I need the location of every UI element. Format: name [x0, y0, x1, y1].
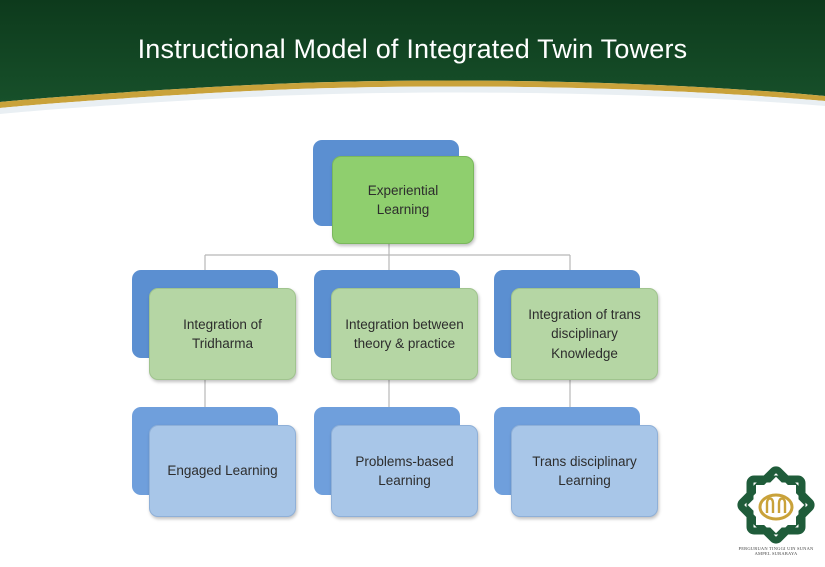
node-integration-transdisciplinary-label: Integration of trans disciplinary Knowle…	[511, 288, 658, 380]
node-experiential-learning-label: Experiential Learning	[332, 156, 474, 244]
node-experiential-learning: Experiential Learning	[313, 140, 475, 248]
node-engaged-learning: Engaged Learning	[132, 407, 298, 519]
node-problems-based-learning: Problems-based Learning	[314, 407, 480, 519]
title-banner	[0, 0, 825, 130]
node-integration-theory-practice: Integration between theory & practice	[314, 270, 480, 382]
node-problems-based-learning-label: Problems-based Learning	[331, 425, 478, 517]
node-integration-tridharma-label: Integration of Tridharma	[149, 288, 296, 380]
university-emblem-icon	[737, 466, 815, 544]
node-integration-transdisciplinary: Integration of trans disciplinary Knowle…	[494, 270, 660, 382]
node-integration-tridharma: Integration of Tridharma	[132, 270, 298, 382]
logo-caption: PERGURUAN TINGGI UIN SUNAN AMPEL SURABAY…	[738, 546, 814, 556]
node-trans-disciplinary-learning: Trans disciplinary Learning	[494, 407, 660, 519]
node-trans-disciplinary-learning-label: Trans disciplinary Learning	[511, 425, 658, 517]
node-integration-theory-practice-label: Integration between theory & practice	[331, 288, 478, 380]
slide-title: Instructional Model of Integrated Twin T…	[137, 34, 688, 64]
university-logo: PERGURUAN TINGGI UIN SUNAN AMPEL SURABAY…	[735, 464, 817, 560]
node-engaged-learning-label: Engaged Learning	[149, 425, 296, 517]
